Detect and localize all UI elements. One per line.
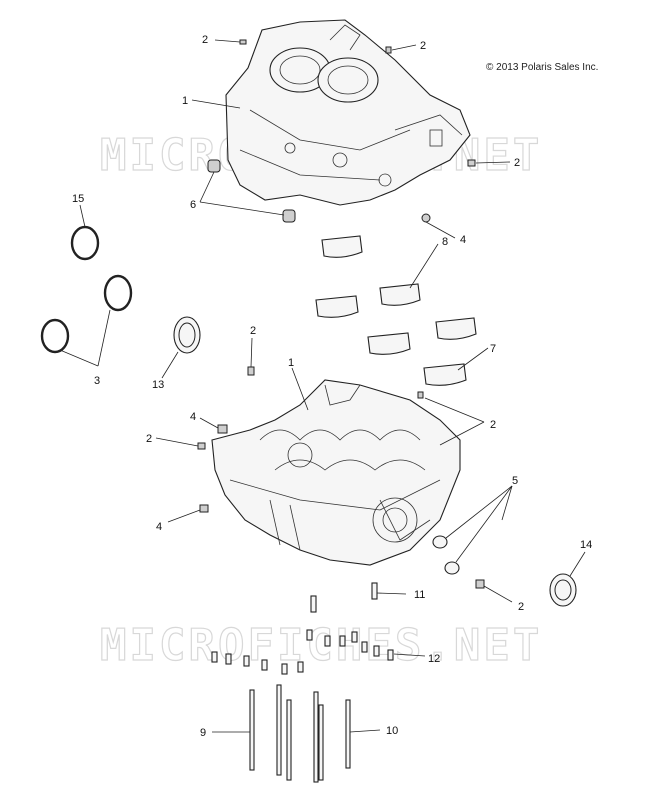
bushing: [432, 535, 448, 549]
callout-2: 2: [514, 157, 520, 169]
callout-7: 7: [490, 343, 496, 355]
dowel-pin: [239, 39, 247, 45]
callout-2: 2: [250, 325, 256, 337]
dowel-pin: [417, 391, 424, 399]
o-ring: [103, 274, 133, 312]
callout-2: 2: [518, 601, 524, 613]
callout-11: 11: [414, 589, 425, 601]
callout-13: 13: [152, 379, 164, 391]
copyright-notice: © 2013 Polaris Sales Inc.: [486, 62, 598, 73]
bolts-short: [211, 582, 394, 675]
callout-8: 8: [442, 236, 448, 248]
callout-2: 2: [420, 40, 426, 52]
dowel-pin: [197, 442, 206, 450]
watermark-bottom: MICROFICHES.NET: [100, 620, 542, 671]
callout-3: 3: [94, 375, 100, 387]
upper-crankcase: [225, 19, 471, 206]
callout-10: 10: [386, 725, 398, 737]
dowel-pin: [467, 159, 476, 167]
callout-5: 5: [512, 475, 518, 487]
main-bearing-shells: [315, 235, 477, 386]
seal-inner: [554, 579, 572, 601]
seal: [173, 316, 201, 354]
seal-inner: [178, 322, 196, 348]
callout-14: 14: [580, 539, 592, 551]
callout-2: 2: [202, 34, 208, 46]
seal: [549, 573, 577, 607]
plug: [199, 504, 209, 513]
dowel-pin: [475, 579, 485, 589]
callout-4: 4: [190, 411, 196, 423]
nozzle: [207, 159, 221, 173]
bolts-long: [249, 684, 351, 783]
plug: [217, 424, 228, 434]
callout-2: 2: [490, 419, 496, 431]
callout-4: 4: [460, 234, 466, 246]
callout-9: 9: [200, 727, 206, 739]
callout-4: 4: [156, 521, 162, 533]
callout-2: 2: [146, 433, 152, 445]
callout-6: 6: [190, 199, 196, 211]
nozzle: [282, 209, 296, 223]
dowel-pin: [247, 366, 255, 376]
dowel-pin: [385, 46, 392, 54]
callout-15: 15: [72, 193, 84, 205]
o-ring: [70, 225, 100, 261]
lower-crankcase: [211, 379, 461, 566]
o-ring: [40, 318, 70, 354]
bushing: [444, 561, 460, 575]
callout-12: 12: [428, 653, 440, 665]
callout-1: 1: [288, 357, 294, 369]
plug: [421, 213, 431, 223]
leader-lines: [59, 39, 586, 733]
callout-1: 1: [182, 95, 188, 107]
